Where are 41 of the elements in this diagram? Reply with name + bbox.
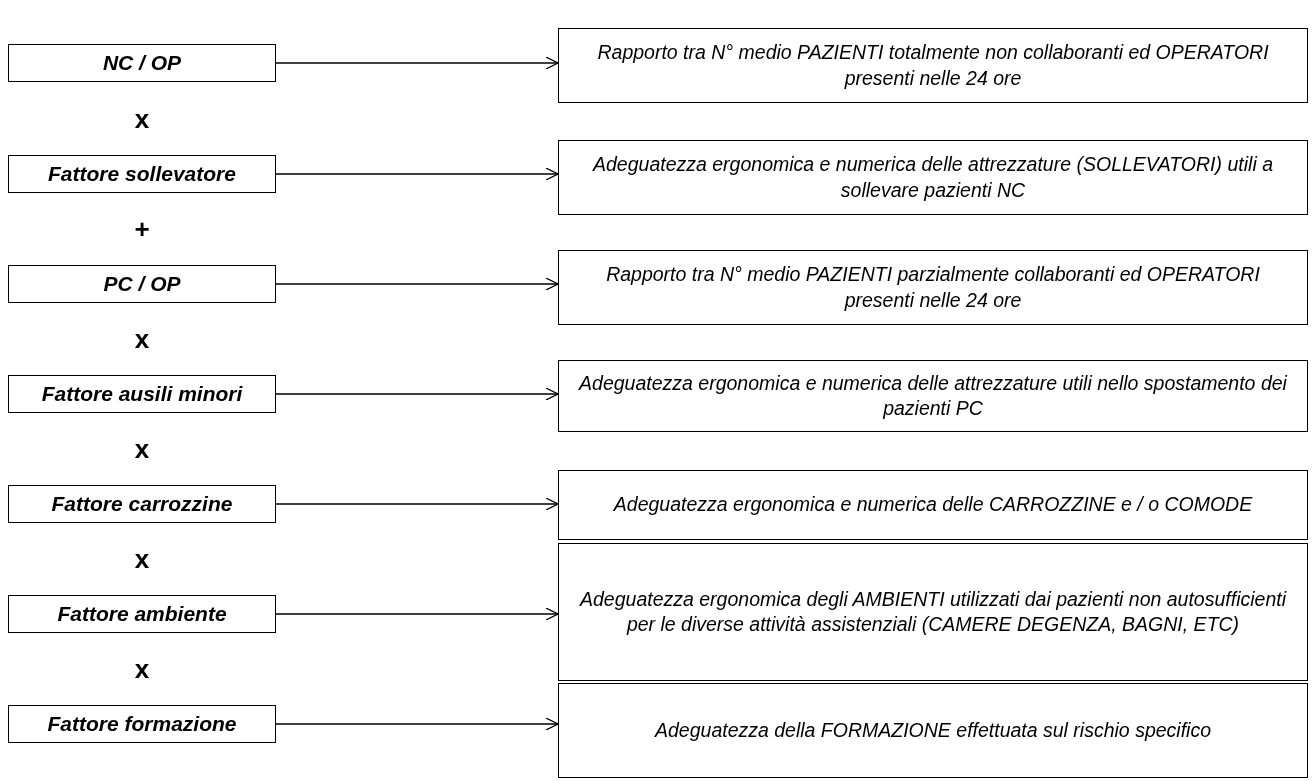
factor-label: PC / OP (103, 272, 181, 296)
operator-symbol: x (133, 654, 151, 684)
factor-box (8, 265, 276, 303)
arrow (275, 277, 559, 291)
factor-label: NC / OP (102, 51, 182, 75)
factor-box (8, 705, 276, 743)
arrow (275, 607, 559, 621)
factor-label: Fattore carrozzine (51, 492, 233, 516)
description-box (558, 28, 1308, 103)
arrow (275, 56, 559, 70)
factor-box (8, 155, 276, 193)
description-text: Adeguatezza della FORMAZIONE effettuata sul rischio specifico (655, 717, 1211, 743)
description-box (558, 543, 1308, 681)
factor-label: Fattore ambiente (57, 602, 227, 626)
description-box (558, 250, 1308, 325)
factor-box (8, 595, 276, 633)
description-text: Adeguatezza ergonomica e numerica delle attrezzature (SOLLEVATORI) utili a sollevare pazienti NC (591, 152, 1274, 203)
operator-symbol: x (133, 544, 151, 574)
description-box (558, 140, 1308, 215)
description-text: Adeguatezza ergonomica e numerica delle attrezzature utili nello spostamento dei pazienti PC (577, 370, 1289, 421)
factor-label: Fattore sollevatore (48, 162, 236, 186)
factor-label: Fattore ausili minori (41, 382, 243, 406)
description-text: Rapporto tra N° medio PAZIENTI parzialmente collaboranti ed OPERATORI presenti nelle 24 ore (605, 262, 1261, 313)
description-text: Rapporto tra N° medio PAZIENTI totalmente non collaboranti ed OPERATORI presenti nelle 24 ore (596, 40, 1270, 91)
description-box (558, 683, 1308, 778)
arrow (275, 497, 559, 511)
operator-symbol: x (133, 324, 151, 354)
operator-symbol: + (133, 214, 151, 244)
factor-box (8, 375, 276, 413)
operator-symbol: x (133, 434, 151, 464)
arrow (275, 387, 559, 401)
description-box (558, 360, 1308, 432)
factor-label: Fattore formazione (47, 712, 237, 736)
description-box (558, 470, 1308, 540)
factor-box (8, 485, 276, 523)
description-text: Adeguatezza ergonomica degli AMBIENTI utilizzati dai pazienti non autosufficienti per le diverse attività assistenziali (CAMERE DEGENZA, BAGNI, ETC) (578, 586, 1288, 637)
factor-box (8, 44, 276, 82)
arrow (275, 167, 559, 181)
arrow (275, 717, 559, 731)
description-text: Adeguatezza ergonomica e numerica delle CARROZZINE e / o COMODE (613, 492, 1253, 518)
operator-symbol: x (133, 104, 151, 134)
